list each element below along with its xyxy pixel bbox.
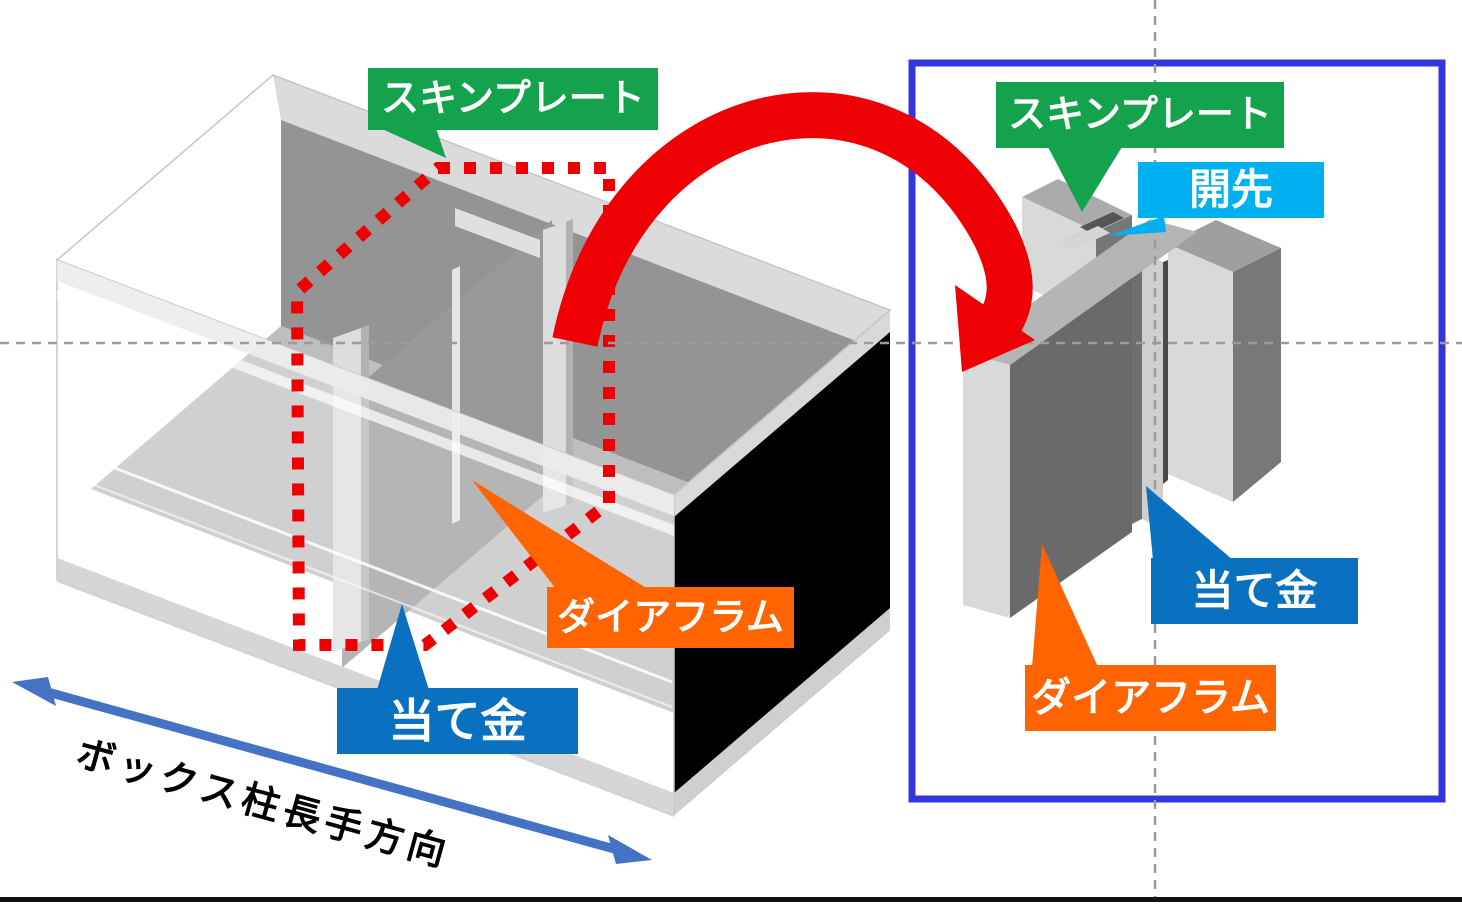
detail-diaphragm-edge <box>963 352 1010 618</box>
skin-plate-label-right: スキンプレート <box>996 82 1284 148</box>
detail-backing-strip <box>1142 252 1163 529</box>
zoom-arrow-arc <box>552 92 1033 347</box>
detail-right-skin-plate-side <box>1233 248 1281 502</box>
axis-arrow-shaft <box>42 686 620 855</box>
detail-diaphragm-front <box>1010 278 1132 618</box>
groove-notch <box>1080 212 1124 233</box>
backing-strip-gap-shadow <box>1163 260 1168 484</box>
column-cross-section <box>674 310 890 815</box>
diaphragm-label-right: ダイアフラム <box>1025 665 1276 731</box>
backing-left-tail <box>377 604 429 690</box>
joint-detail-assembly <box>963 179 1281 618</box>
skin-plate-left-tail <box>380 128 446 158</box>
detail-right-skin-plate-top <box>1168 220 1281 272</box>
top-backing-strip <box>455 208 540 258</box>
cross-section-top-plate-edge <box>674 310 890 517</box>
backing-metal-label-right: 当て金 <box>1151 558 1358 624</box>
near-top-plate-edge <box>57 260 674 516</box>
skin-plate-label-left: スキンプレート <box>368 68 658 130</box>
near-top-plate-lip <box>57 290 674 536</box>
detail-right-skin-plate-front <box>1168 244 1233 502</box>
groove-label-text: 開先 <box>1188 166 1273 213</box>
axis-arrow-head-right <box>608 835 652 864</box>
skin-plate-right-tail <box>1048 147 1122 212</box>
skin-plate-label-right-text: スキンプレート <box>1008 94 1272 136</box>
section-cut-outline <box>290 162 615 651</box>
bottom-border-line <box>0 897 1462 902</box>
diaphragm-label-right-text: ダイアフラム <box>1031 676 1270 720</box>
backing-right-tail <box>1146 486 1233 560</box>
detail-view-border <box>908 59 1446 803</box>
zoom-arrow <box>552 92 1035 372</box>
diaphragm-label-left-text: ダイアフラム <box>557 596 784 639</box>
skin-plate-label-left-text: スキンプレート <box>381 78 645 120</box>
groove-pointer <box>1108 216 1166 236</box>
inner-edge-highlight-2 <box>59 471 673 708</box>
diaphragm-label-left: ダイアフラム <box>547 587 794 648</box>
detail-backing-strip-edge <box>1130 252 1142 525</box>
backing-metal-label-right-text: 当て金 <box>1191 567 1318 614</box>
axis-arrow-head-left <box>12 677 56 706</box>
backing-metal-label-left: 当て金 <box>337 688 578 754</box>
axis-direction-arrow <box>12 677 652 864</box>
groove-label: 開先 <box>1138 162 1324 218</box>
diaphragm-right-tail <box>1032 544 1098 667</box>
backing-metal-label-left-text: 当て金 <box>388 695 527 747</box>
zoom-arrow-head <box>955 285 1035 372</box>
detail-top-backing-strip <box>1060 226 1110 250</box>
cross-section-bottom-plate-edge <box>674 608 890 815</box>
far-backing-strip <box>543 222 566 513</box>
diaphragm-left-tail <box>472 480 648 589</box>
